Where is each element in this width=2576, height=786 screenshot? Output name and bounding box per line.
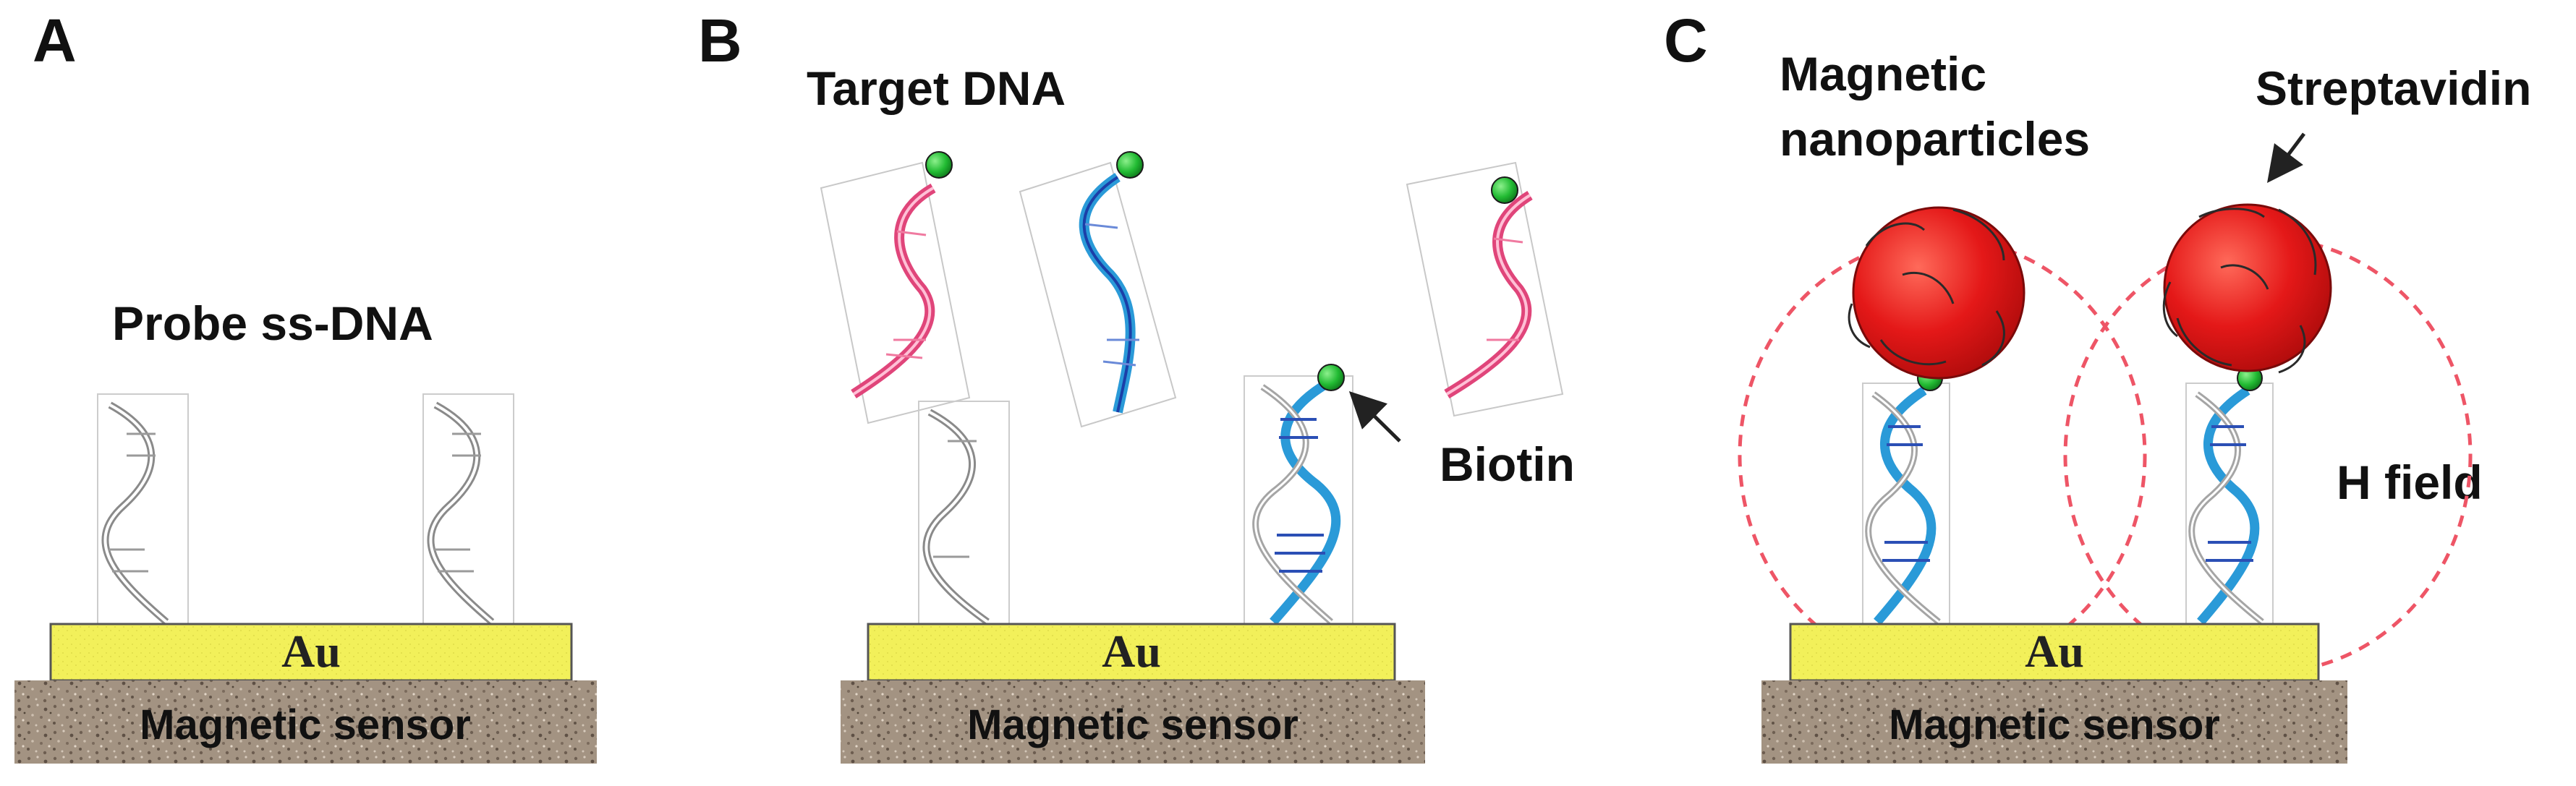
panel-a: A Probe ss-DNA Au Magnetic sensor (14, 7, 597, 764)
target-dna-strand (820, 151, 971, 424)
magnetic-nanoparticle (2162, 203, 2332, 374)
gold-label: Au (1102, 625, 1161, 677)
gold-label: Au (2025, 625, 2084, 677)
magnetic-sensor-label: Magnetic sensor (1889, 701, 2220, 748)
magnetic-sensor-label: Magnetic sensor (140, 701, 471, 748)
gold-label: Au (281, 625, 341, 677)
panel-letter-a: A (33, 7, 77, 74)
magnetic-nanoparticles-label-line2: nanoparticles (1780, 112, 2090, 166)
probe-ssdna-label: Probe ss-DNA (112, 296, 433, 350)
magnetic-nanoparticle (1848, 206, 2025, 380)
streptavidin-label: Streptavidin (2256, 61, 2531, 115)
hybridized-dna-duplex (1244, 364, 1353, 626)
biotin-icon (925, 151, 953, 179)
biotin-icon (1491, 176, 1518, 204)
magnetic-sensor-base (14, 680, 597, 764)
probe-dna-strand (422, 393, 514, 626)
probe-dna-strand (918, 401, 1010, 626)
target-dna-label: Target DNA (807, 61, 1066, 115)
target-dna-strand (1019, 151, 1177, 428)
biotin-icon (1317, 364, 1345, 391)
panel-b: B Target DNA Biotin (698, 7, 1575, 764)
hybridized-dna-duplex (1862, 365, 1950, 626)
panel-letter-b: B (698, 7, 742, 74)
h-field-label: H field (2337, 456, 2483, 509)
gold-layer (49, 623, 573, 682)
magnetic-sensor-label: Magnetic sensor (967, 701, 1298, 748)
gold-layer (1789, 623, 2320, 682)
magnetic-sensor-base (1761, 680, 2347, 764)
hybridized-dna-duplex (2185, 365, 2274, 626)
panel-c: C Magnetic nanoparticles Streptavidin H … (1664, 7, 2531, 764)
biotin-label: Biotin (1440, 437, 1575, 491)
target-dna-strand (1406, 161, 1564, 417)
magnetic-sensor-base (841, 680, 1425, 764)
probe-dna-strand (97, 393, 189, 626)
biotin-icon (1116, 151, 1144, 179)
biotin-arrow (1348, 390, 1401, 443)
magnetic-nanoparticles-label-line1: Magnetic (1780, 47, 1986, 101)
streptavidin-arrow (2267, 132, 2305, 183)
panel-letter-c: C (1664, 7, 1708, 74)
